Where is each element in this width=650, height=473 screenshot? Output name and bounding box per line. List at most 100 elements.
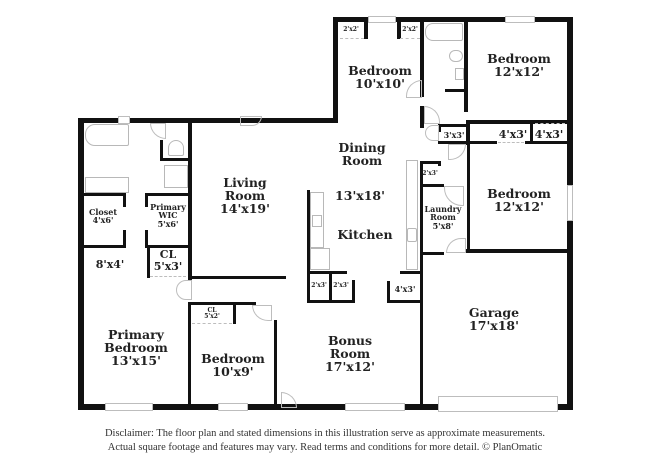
closet-label: 2'x3' [333, 282, 349, 289]
wall [387, 281, 390, 303]
room-size: 5'x3' [153, 259, 183, 273]
room-size: 14'x19' [220, 201, 270, 217]
closet-label: 2'x3' [311, 282, 327, 289]
wall [466, 249, 572, 253]
sink-vanity [85, 177, 129, 193]
wall [160, 140, 163, 160]
room-label-kitchen: Kitchen [337, 227, 393, 242]
wall [307, 300, 355, 303]
room-name: Laundry [424, 204, 462, 214]
wall [420, 252, 423, 408]
wall [145, 193, 190, 196]
room-name: Room [224, 188, 266, 204]
wall [233, 302, 236, 324]
wall [145, 193, 148, 207]
room-label-bonus: Bonus Room 17'x12' [325, 333, 375, 375]
bathtub [85, 124, 129, 146]
window [505, 16, 535, 23]
door [425, 125, 439, 141]
wall [123, 193, 126, 207]
room-size: 12'x12' [494, 64, 544, 80]
room-label-cl: CL 5'x3' [154, 249, 183, 272]
window [567, 185, 573, 221]
door [176, 280, 192, 300]
front-door [240, 116, 262, 126]
wall [274, 320, 277, 408]
room-name: Bedroom [487, 186, 551, 201]
closet-door [150, 276, 186, 280]
door [444, 186, 464, 206]
wall [188, 302, 256, 305]
room-name: Dining [338, 140, 386, 155]
wall [123, 230, 126, 247]
wall [307, 190, 310, 302]
wall [445, 89, 468, 92]
door [424, 106, 440, 124]
room-name: Garage [468, 305, 520, 320]
room-label-closet: Closet 4'x6' [89, 208, 117, 225]
wall [400, 271, 422, 274]
refrigerator [310, 248, 330, 270]
room-size: 5'x6' [157, 218, 179, 229]
disclaimer-line-2: Actual square footage and features may v… [107, 442, 543, 453]
room-size-dining: 13'x18' [335, 188, 385, 203]
wall [466, 120, 572, 124]
wall [466, 125, 470, 145]
window [105, 403, 153, 411]
wall [438, 124, 441, 132]
room-name: Bedroom [104, 340, 168, 356]
wall [78, 404, 573, 410]
wall [188, 120, 192, 280]
wall [145, 245, 190, 248]
room-label-bedroom-10x9: Bedroom 10'x9' [201, 352, 265, 378]
closet-label: 4'x3' [394, 284, 416, 294]
wall [188, 276, 286, 279]
wall [420, 161, 440, 164]
room-label-laundry: Laundry Room 5'x8' [424, 204, 462, 231]
wall [438, 161, 441, 166]
wall [78, 118, 338, 123]
room-label-dining: Dining Room [338, 141, 385, 167]
wall [438, 141, 468, 144]
room-size: 17'x12' [325, 359, 375, 375]
wall [387, 300, 422, 303]
window [345, 403, 405, 411]
wall [530, 124, 533, 143]
room-size: 13'x15' [111, 353, 161, 369]
room-name: Bedroom [487, 51, 551, 66]
closet-size: 5'x2' [204, 313, 220, 321]
disclaimer: Disclaimer: The floor plan and stated di… [0, 427, 650, 455]
window [218, 403, 248, 411]
wall [147, 245, 150, 278]
closet-door [192, 323, 232, 327]
toilet [449, 50, 463, 62]
closet-door [340, 38, 364, 42]
closet-label: 4'x3' [498, 128, 528, 141]
room-label-bedroom-10x10: Bedroom 10'x10' [348, 64, 412, 90]
wall [307, 271, 347, 274]
wall [420, 184, 444, 187]
wall [333, 17, 573, 22]
room-size-hall: 8'x4' [95, 258, 125, 271]
closet-label: 2'x2' [343, 26, 359, 33]
room-size: 4'x6' [92, 215, 114, 226]
wall [145, 230, 148, 247]
wall [467, 124, 470, 249]
door [150, 123, 166, 139]
room-name: Primary [150, 202, 186, 212]
window [118, 116, 130, 124]
wall [80, 193, 126, 196]
closet-label: CL 5'x2' [204, 307, 220, 321]
room-label-bedroom-right-mid: Bedroom 12'x12' [487, 187, 551, 213]
room-name: Closet [88, 207, 118, 217]
room-name: Living [223, 175, 267, 190]
shower [164, 165, 188, 188]
wall [333, 17, 338, 123]
wall [78, 118, 84, 410]
room-size: 5'x8' [432, 220, 454, 231]
wall [464, 17, 468, 112]
wall [397, 17, 401, 39]
room-size: 12'x12' [494, 199, 544, 215]
room-name: Bonus [327, 333, 373, 348]
